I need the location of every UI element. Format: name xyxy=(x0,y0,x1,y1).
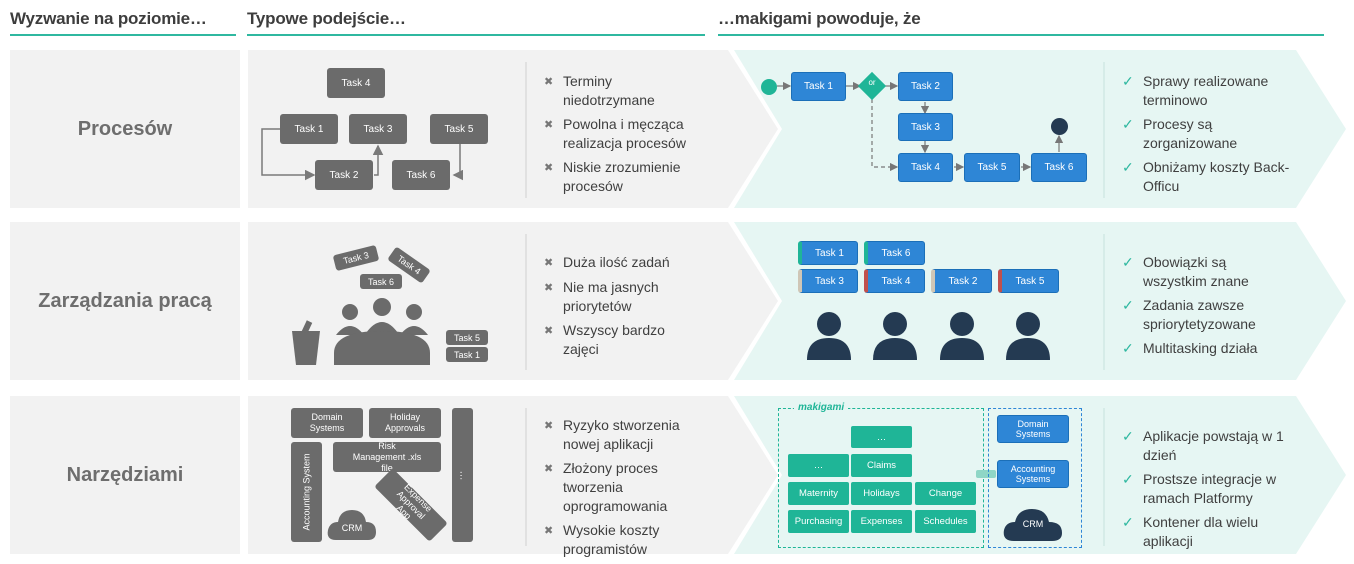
benefit-item: ✓Aplikacje powstają w 1 dzień xyxy=(1122,428,1284,463)
app-tile-schedules: Schedules xyxy=(915,510,976,533)
problem-item: ✖Wszyscy bardzo zajęci xyxy=(544,322,665,357)
problem-item: ✖Złożony proces tworzenia oprogramowania xyxy=(544,460,668,514)
integrated-crm-label: CRM xyxy=(1022,519,1044,529)
header-makigami: …makigami powoduje, że xyxy=(718,9,921,28)
flow-task-4: Task 4 xyxy=(898,153,953,182)
typical-task-6: Task 6 xyxy=(392,160,450,190)
integrated-crm-cloud-icon xyxy=(1003,509,1062,541)
app-tile-maternity: Maternity xyxy=(788,482,849,505)
end-event-icon xyxy=(1051,118,1068,135)
legacy-holiday-approvals: Holiday Approvals xyxy=(369,408,441,438)
legacy-accounting-system: Accounting System xyxy=(291,442,322,542)
stack-task-5: Task 5 xyxy=(446,330,488,345)
benefit-item: ✓Obowiązki są wszystkim znane xyxy=(1122,254,1249,289)
flow-task-5: Task 5 xyxy=(964,153,1020,182)
row-label-processes: Procesów xyxy=(10,50,240,208)
legacy-domain-systems: Domain Systems xyxy=(291,408,363,438)
row-label-work: Zarządzania pracą xyxy=(10,222,240,380)
problem-item: ✖Nie ma jasnych priorytetów xyxy=(544,279,659,314)
problem-item: ✖Wysokie koszty programistów xyxy=(544,522,660,557)
problem-item: ✖Terminy niedotrzymane xyxy=(544,73,655,108)
header-typical-underline xyxy=(247,34,705,36)
benefit-item: ✓Multitasking działa xyxy=(1122,340,1258,356)
legacy-crm-cloud-icon xyxy=(327,510,376,540)
makigami-brand-label: makigami xyxy=(794,402,849,413)
app-tile-dots-top: … xyxy=(851,426,912,448)
stack-task-1: Task 1 xyxy=(446,347,488,362)
typical-task-3: Task 3 xyxy=(349,114,407,144)
problems-work: ✖Duża ilość zadań ✖Nie ma jasnych priory… xyxy=(544,253,704,364)
flow-task-1: Task 1 xyxy=(791,72,846,101)
benefit-item: ✓Prostsze integracje w ramach Platformy xyxy=(1122,471,1277,506)
integration-connector xyxy=(976,470,996,478)
problem-item: ✖Duża ilość zadań xyxy=(544,254,670,270)
team-members-icons xyxy=(807,312,1050,360)
team-meeting-icon xyxy=(292,295,432,365)
board-task-5: Task 5 xyxy=(998,269,1059,293)
benefits-processes: ✓Sprawy realizowane terminowo ✓Procesy s… xyxy=(1122,72,1292,201)
header-challenge-underline xyxy=(10,34,236,36)
legacy-crm-label: CRM xyxy=(341,523,363,533)
legacy-dots-column: … xyxy=(452,408,473,542)
benefits-tools: ✓Aplikacje powstają w 1 dzień ✓Prostsze … xyxy=(1122,427,1292,556)
problems-tools: ✖Ryzyko stworzenia nowej aplikacji ✖Złoż… xyxy=(544,416,704,564)
typical-task-5: Task 5 xyxy=(430,114,488,144)
row-label-tools: Narzędziami xyxy=(10,396,240,554)
integration-frame xyxy=(988,408,1082,548)
benefit-item: ✓Sprawy realizowane terminowo xyxy=(1122,73,1269,108)
board-task-4: Task 4 xyxy=(864,269,925,293)
app-tile-holidays: Holidays xyxy=(851,482,912,505)
flow-task-2: Task 2 xyxy=(898,72,953,101)
board-task-3: Task 3 xyxy=(798,269,858,293)
app-tile-claims: Claims xyxy=(851,454,912,477)
start-event-icon xyxy=(761,79,777,95)
problems-processes: ✖Terminy niedotrzymane ✖Powolna i męcząc… xyxy=(544,72,704,201)
header-challenge: Wyzwanie na poziomie… xyxy=(10,9,207,28)
flying-task-6: Task 6 xyxy=(360,274,402,289)
legacy-risk-file: Risk Management .xls file xyxy=(333,441,441,473)
problem-item: ✖Niskie zrozumienie procesów xyxy=(544,159,681,194)
app-tile-dots: … xyxy=(788,454,849,477)
makigami-platform-frame xyxy=(778,408,984,548)
flow-task-6: Task 6 xyxy=(1031,153,1087,182)
benefit-item: ✓Procesy są zorganizowane xyxy=(1122,116,1238,151)
problem-item: ✖Powolna i męcząca realizacja procesów xyxy=(544,116,686,151)
benefit-item: ✓Kontener dla wielu aplikacji xyxy=(1122,514,1259,549)
app-tile-expenses: Expenses xyxy=(851,510,912,533)
flow-task-3: Task 3 xyxy=(898,113,953,141)
integrated-accounting-systems: Accounting Systems xyxy=(997,460,1069,488)
typical-task-1: Task 1 xyxy=(280,114,338,144)
header-makigami-underline xyxy=(718,34,1324,36)
app-tile-purchasing: Purchasing xyxy=(788,510,849,533)
typical-task-2: Task 2 xyxy=(315,160,373,190)
app-tile-change: Change xyxy=(915,482,976,505)
header-typical: Typowe podejście… xyxy=(247,9,406,28)
benefit-item: ✓Obniżamy koszty Back-Officu xyxy=(1122,159,1290,194)
gateway-or-label: or xyxy=(868,78,876,87)
board-task-2: Task 2 xyxy=(931,269,992,293)
problem-item: ✖Ryzyko stworzenia nowej aplikacji xyxy=(544,417,680,452)
benefits-work: ✓Obowiązki są wszystkim znane ✓Zadania z… xyxy=(1122,253,1292,363)
benefit-item: ✓Zadania zawsze spriorytetyzowane xyxy=(1122,297,1256,332)
board-task-1: Task 1 xyxy=(798,241,858,265)
typical-task-4: Task 4 xyxy=(327,68,385,98)
board-task-6: Task 6 xyxy=(864,241,925,265)
integrated-domain-systems: Domain Systems xyxy=(997,415,1069,443)
